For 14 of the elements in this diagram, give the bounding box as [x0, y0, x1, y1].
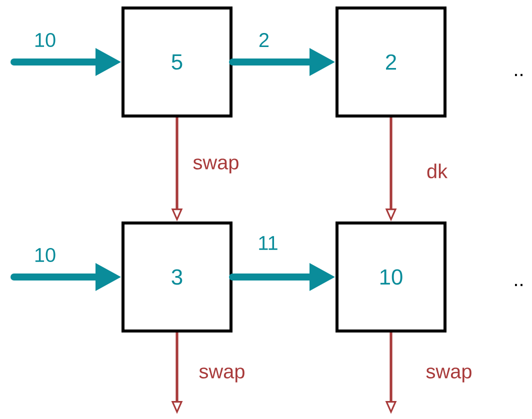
ellipsis: .. [515, 284, 522, 286]
process-box: 5 [122, 6, 232, 118]
process-box: 2 [336, 6, 446, 118]
edge-label: 2 [259, 33, 269, 47]
edge-label: 11 [259, 236, 278, 250]
edge-label: swap [193, 158, 238, 174]
edge-label: swap [199, 368, 244, 382]
edge-label: 10 [35, 32, 56, 48]
process-box: 10 [336, 222, 446, 332]
edge-label: swap [426, 368, 472, 382]
process-box: 3 [122, 222, 232, 332]
ellipsis: .. [515, 74, 522, 76]
edge-label: 10 [35, 248, 56, 262]
edge-label: dk [427, 164, 448, 178]
